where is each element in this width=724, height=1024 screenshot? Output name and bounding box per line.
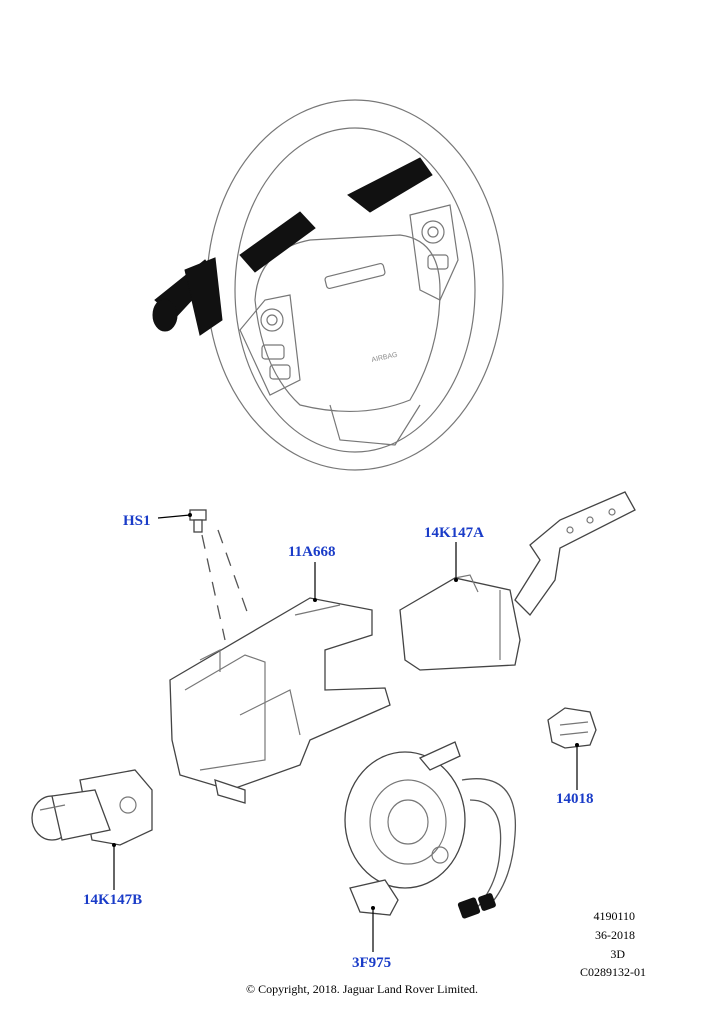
hs1-bolt-illustration (189, 509, 251, 641)
ref-date: 36-2018 (595, 928, 635, 942)
14018-switch-illustration (547, 707, 597, 749)
ref-number: 4190110 (593, 909, 635, 923)
callout-14018[interactable]: 14018 (556, 791, 594, 807)
callout-11a668[interactable]: 11A668 (288, 544, 336, 560)
callout-hs1[interactable]: HS1 (123, 513, 151, 529)
copyright-notice: © Copyright, 2018. Jaguar Land Rover Lim… (245, 982, 479, 996)
callout-14k147b[interactable]: 14K147B (83, 892, 143, 908)
14k147a-switch-illustration (399, 491, 636, 671)
callout-3f975[interactable]: 3F975 (352, 955, 392, 971)
svg-text:AIRBAG: AIRBAG (371, 352, 398, 364)
steering-wheel-illustration: AIRBAG (152, 99, 504, 471)
ref-view: 3D (610, 947, 625, 961)
leader-lines (112, 513, 579, 952)
ref-drawing-id: C0289132-01 (580, 965, 646, 979)
callout-14k147a[interactable]: 14K147A (424, 525, 484, 541)
3f975-clockspring-illustration (344, 741, 517, 919)
14k147b-switch-illustration (31, 769, 153, 846)
11a668-bracket-illustration (169, 597, 391, 804)
